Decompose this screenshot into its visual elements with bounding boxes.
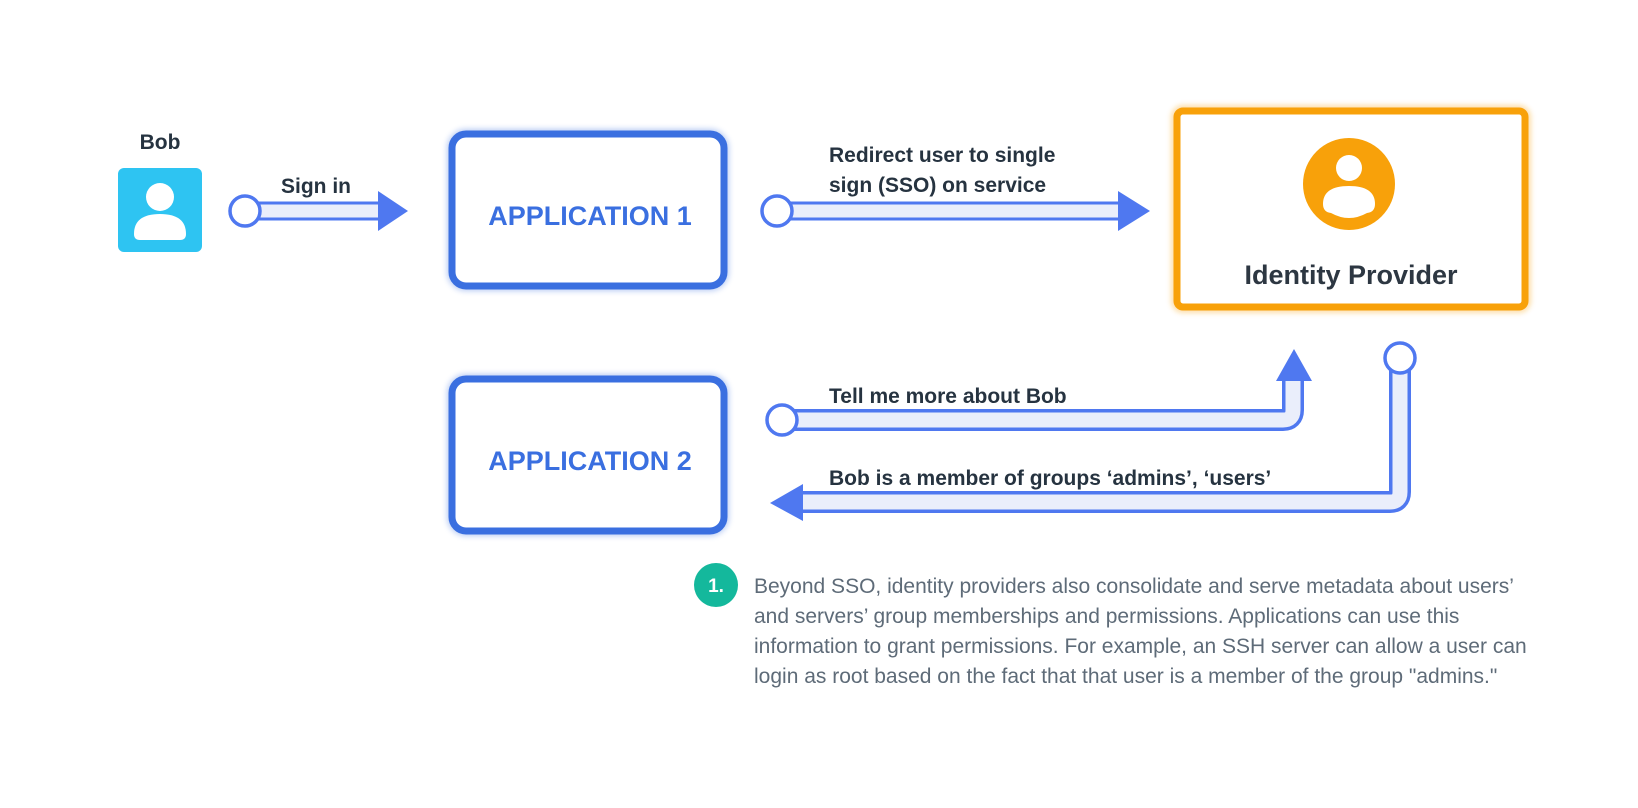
note-badge: 1. xyxy=(694,563,738,607)
identity-provider-label: Identity Provider xyxy=(1244,260,1458,290)
application-2-box: APPLICATION 2 xyxy=(447,374,729,536)
application-1-label: APPLICATION 1 xyxy=(488,201,692,231)
group-membership-arrow xyxy=(770,341,1417,521)
note-text: Beyond SSO, identity providers also cons… xyxy=(754,575,1527,688)
note-badge-number: 1. xyxy=(708,576,724,597)
redirect-label-line1: Redirect user to single xyxy=(829,144,1055,167)
tell-me-more-arrow xyxy=(765,349,1312,437)
application-2-label: APPLICATION 2 xyxy=(488,446,692,476)
identity-provider-icon xyxy=(1303,138,1395,230)
identity-provider-box: Identity Provider xyxy=(1171,105,1531,313)
sign-in-arrow xyxy=(228,191,408,231)
user-bob: Bob xyxy=(118,131,202,252)
user-name: Bob xyxy=(140,131,181,154)
application-1-box: APPLICATION 1 xyxy=(447,129,729,291)
group-membership-label: Bob is a member of groups ‘admins’, ‘use… xyxy=(829,467,1271,490)
user-icon xyxy=(118,168,202,252)
redirect-label-line2: sign (SSO) on service xyxy=(829,174,1046,197)
sign-in-label: Sign in xyxy=(281,175,351,198)
tell-me-more-label: Tell me more about Bob xyxy=(829,385,1067,408)
redirect-arrow xyxy=(760,191,1150,231)
